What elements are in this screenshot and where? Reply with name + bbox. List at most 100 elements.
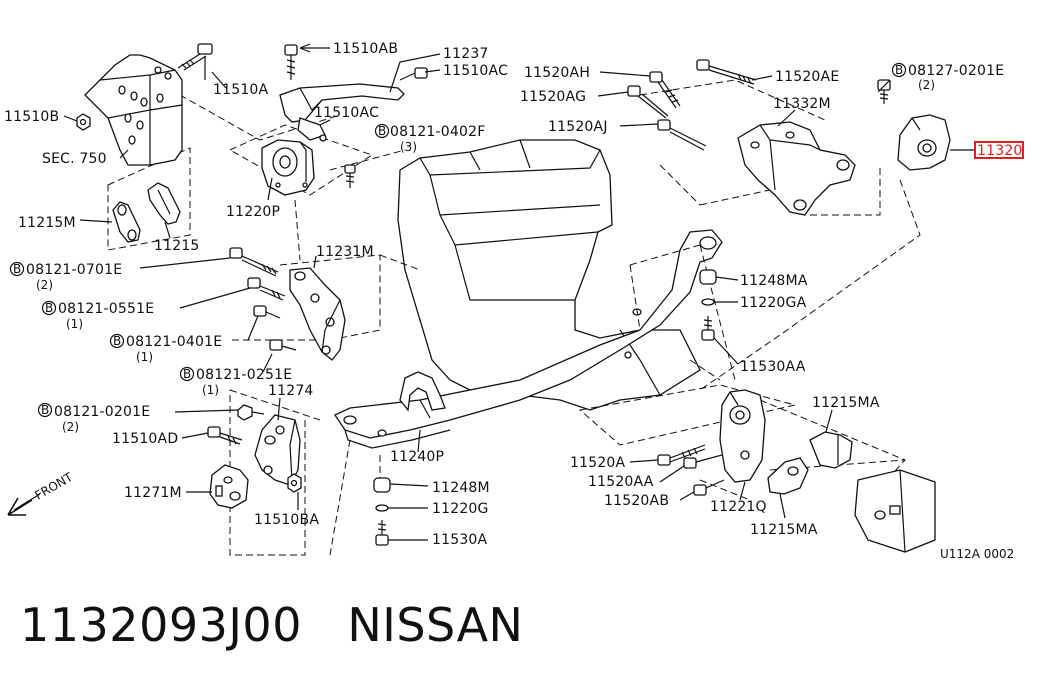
bolt-11510a	[177, 43, 213, 80]
bolt-marker-text: B	[45, 301, 53, 315]
label-08121-0701e-qty: (2)	[36, 278, 53, 292]
label-11520aa: 11520AA	[588, 474, 654, 490]
bolt-marker-icon	[374, 123, 390, 139]
label-11220ga: 11220GA	[740, 295, 807, 311]
label-11248ma: 11248MA	[740, 273, 808, 289]
label-11231m: 11231M	[316, 244, 374, 260]
label-11215ma-top: 11215MA	[812, 395, 880, 411]
label-11215m: 11215M	[18, 215, 76, 231]
label-08127-0201e: 08127-0201E	[908, 63, 1004, 79]
bolt-11520aa	[683, 454, 723, 469]
label-08121-0201e-qty: (2)	[62, 420, 79, 434]
bolt-11510ad	[207, 426, 243, 445]
pad-11215ma-upper	[809, 431, 853, 469]
front-arrow	[7, 493, 41, 516]
bolt-08121-0551e	[247, 277, 286, 301]
front-crossmember	[334, 229, 723, 449]
nut-11510b	[76, 113, 91, 131]
label-11221q: 11221Q	[710, 499, 767, 515]
bolt-11520ab	[693, 479, 725, 496]
bolt-08121-0701e	[229, 247, 279, 277]
label-11215ma-bot: 11215MA	[750, 522, 818, 538]
block-lower-right	[854, 469, 936, 553]
label-11510b: 11510B	[4, 109, 59, 125]
label-08121-0401e-qty: (1)	[136, 350, 153, 364]
label-11274: 11274	[268, 383, 314, 399]
label-08121-0201e: 08121-0201E	[54, 404, 150, 420]
label-11237: 11237	[443, 46, 489, 62]
bolt-marker-icon	[37, 402, 53, 418]
mount-11320	[897, 114, 951, 171]
label-11530a: 11530A	[432, 532, 488, 548]
label-11510ac-top: 11510AC	[443, 63, 508, 79]
label-11332m: 11332M	[773, 96, 831, 112]
label-11510ba: 11510BA	[254, 512, 319, 528]
label-08121-0402f: 08121-0402F	[390, 124, 485, 140]
label-11520aj: 11520AJ	[548, 119, 608, 135]
label-08121-0402f-qty: (3)	[400, 140, 417, 154]
brand-name: NISSAN	[347, 598, 524, 652]
bolt-08127-0201e	[877, 79, 891, 104]
label-11215: 11215	[154, 238, 200, 254]
label-11510ab: 11510AB	[333, 41, 398, 57]
bracket-11332m	[737, 121, 856, 216]
bolt-11520aj	[657, 119, 707, 151]
bolt-marker-text: B	[113, 334, 121, 348]
label-08127-0201e-qty: (2)	[918, 78, 935, 92]
label-08121-0401e: 08121-0401E	[126, 334, 222, 350]
label-u112a: U112A 0002	[940, 547, 1014, 561]
label-11240p: 11240P	[390, 449, 444, 465]
label-sec750: SEC. 750	[42, 151, 107, 167]
bolt-marker-icon	[179, 366, 195, 382]
label-11520ab: 11520AB	[604, 493, 669, 509]
bolt-marker-icon	[9, 261, 25, 277]
label-08121-0701e: 08121-0701E	[26, 262, 122, 278]
pad-11215	[147, 182, 181, 225]
label-08121-0251e: 08121-0251E	[196, 367, 292, 383]
label-08121-0551e-qty: (1)	[66, 317, 83, 331]
pad-11215ma-lower	[767, 457, 809, 495]
label-11510a: 11510A	[213, 82, 269, 98]
label-11510ad: 11510AD	[112, 431, 178, 447]
label-11248m: 11248M	[432, 480, 490, 496]
bolt-marker-text: B	[183, 367, 191, 381]
label-11510ac-mid: 11510AC	[314, 105, 379, 121]
arrow-11510ab	[299, 43, 311, 53]
rod-11237	[279, 44, 428, 142]
bolt-11520ae	[696, 59, 757, 85]
bracket-11274	[254, 414, 301, 486]
bolt-11520a	[657, 444, 706, 466]
label-08121-0251e-qty: (1)	[202, 383, 219, 397]
bolt-marker-text: B	[13, 262, 21, 276]
label-11220g: 11220G	[432, 501, 489, 517]
highlight-box-11320	[974, 141, 1024, 159]
label-11271m: 11271M	[124, 485, 182, 501]
label-11220p: 11220P	[226, 204, 280, 220]
insulator-11271m	[209, 464, 249, 509]
bolt-08121-0201e	[237, 404, 265, 421]
bolt-marker-text: B	[895, 63, 903, 77]
center-lower-fasteners	[373, 477, 391, 546]
bolt-11520ah	[649, 71, 681, 109]
mount-11221q	[719, 389, 766, 483]
label-11530aa: 11530AA	[740, 359, 806, 375]
part-labels: 11510AB 11237 11510AC 11510A 11510B 1151…	[4, 41, 1024, 561]
bolt-08121-0402f	[344, 164, 356, 188]
bolt-marker-text: B	[41, 403, 49, 417]
engine-mount-diagram: 11510AB 11237 11510AC 11510A 11510B 1151…	[4, 41, 1024, 561]
bolt-11520ag	[627, 85, 669, 119]
part-number: 1132093J00	[20, 598, 302, 652]
bolt-marker-icon	[41, 300, 57, 316]
bolt-marker-text: B	[378, 124, 386, 138]
label-11320: 11320	[977, 143, 1023, 159]
label-11520a: 11520A	[570, 455, 626, 471]
bolt-marker-icon	[109, 333, 125, 349]
right-mid-fasteners	[699, 269, 717, 341]
label-08121-0551e: 08121-0551E	[58, 301, 154, 317]
label-front: FRONT	[33, 470, 76, 503]
leader-lines	[63, 47, 975, 541]
pad-11215m	[112, 201, 141, 243]
sec750-bracket	[84, 54, 183, 166]
label-11520ah: 11520AH	[524, 65, 590, 81]
label-11520ag: 11520AG	[520, 89, 586, 105]
